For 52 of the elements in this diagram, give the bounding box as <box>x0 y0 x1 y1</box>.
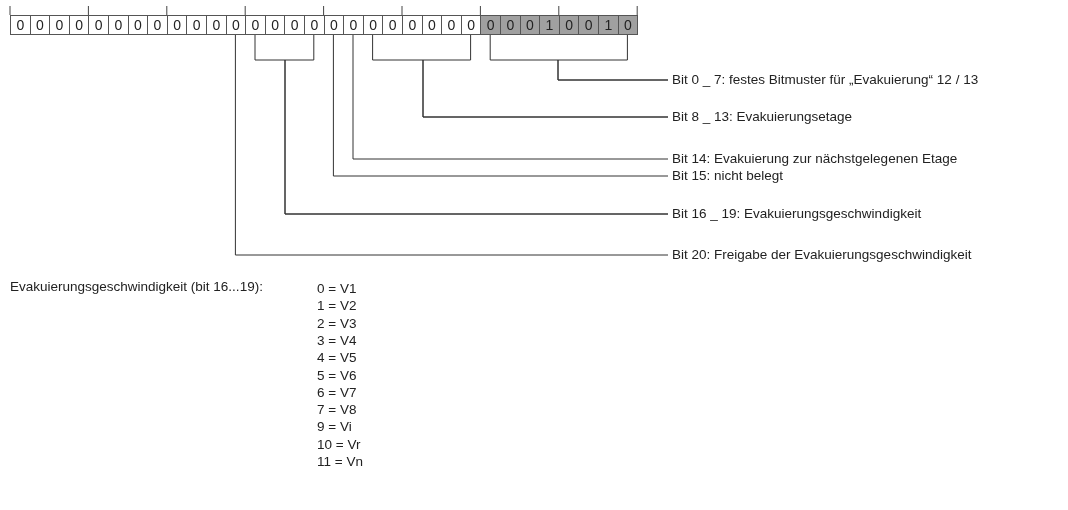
bit-cell: 0 <box>88 15 109 35</box>
bit-description: Bit 15: nicht belegt <box>672 168 784 184</box>
bit-cell: 0 <box>108 15 129 35</box>
value-mapping: 10 = Vr <box>317 436 361 453</box>
value-mapping: 2 = V3 <box>317 315 357 332</box>
bit-cell: 1 <box>539 15 560 35</box>
bit-cell: 0 <box>323 15 345 35</box>
bit-cell: 0 <box>29 15 51 35</box>
bit-description: Bit 0 _ 7: festes Bitmuster für „Evakuierung“ 12 / 13 <box>672 72 979 88</box>
bit-cell: 0 <box>186 15 207 35</box>
value-mapping: 7 = V8 <box>317 402 357 419</box>
bit-cell: 0 <box>500 15 521 35</box>
value-mapping: 4 = V5 <box>317 350 357 367</box>
bit-cell: 0 <box>441 15 462 35</box>
value-mapping: 9 = Vi <box>317 419 352 436</box>
value-mapping: 5 = V6 <box>317 367 357 384</box>
bit-cell: 0 <box>206 15 227 35</box>
bit-description: Bit 8 _ 13: Evakuierungsetage <box>672 109 853 125</box>
bit-cell: 0 <box>362 15 384 35</box>
bit-cell: 0 <box>382 15 403 35</box>
value-mapping: 1 = V2 <box>317 298 357 315</box>
legend-heading: Evakuierungsgeschwindigkeit (bit 16...19): <box>10 279 263 295</box>
bit-cell: 0 <box>617 15 639 35</box>
bit-cell: 0 <box>284 15 305 35</box>
bit-description: Bit 14: Evakuierung zur nächstgelegenen Etage <box>672 151 958 167</box>
leader-line <box>352 34 669 160</box>
leader-line <box>234 34 669 256</box>
bit-cell: 0 <box>10 15 31 35</box>
bit-cell: 0 <box>147 15 168 35</box>
bit-cell: 0 <box>225 15 247 35</box>
bit-cell: 0 <box>264 15 286 35</box>
bit-cell: 0 <box>402 15 423 35</box>
bit-cell: 0 <box>166 15 188 35</box>
bit-cell: 0 <box>127 15 149 35</box>
bit-cell: 0 <box>480 15 501 35</box>
bit-cell: 0 <box>343 15 364 35</box>
value-mapping: 0 = V1 <box>317 281 357 297</box>
value-mapping: 6 = V7 <box>317 384 357 401</box>
leader-line <box>422 34 669 118</box>
bit-cell: 0 <box>245 15 266 35</box>
leader-line <box>332 34 669 177</box>
leader-line <box>557 34 669 81</box>
bit-cell: 0 <box>578 15 599 35</box>
bit-cell: 1 <box>598 15 619 35</box>
bit-cell: 0 <box>304 15 325 35</box>
value-mapping: 11 = Vn <box>317 454 363 470</box>
bit-cell: 0 <box>49 15 70 35</box>
bit-description: Bit 16 _ 19: Evakuierungsgeschwindigkeit <box>672 206 922 222</box>
bit-description: Bit 20: Freigabe der Evakuierungsgeschwindigkeit <box>672 247 972 263</box>
value-mapping: 3 = V4 <box>317 332 357 349</box>
bit-cell: 0 <box>68 15 90 35</box>
bit-cell: 0 <box>421 15 443 35</box>
